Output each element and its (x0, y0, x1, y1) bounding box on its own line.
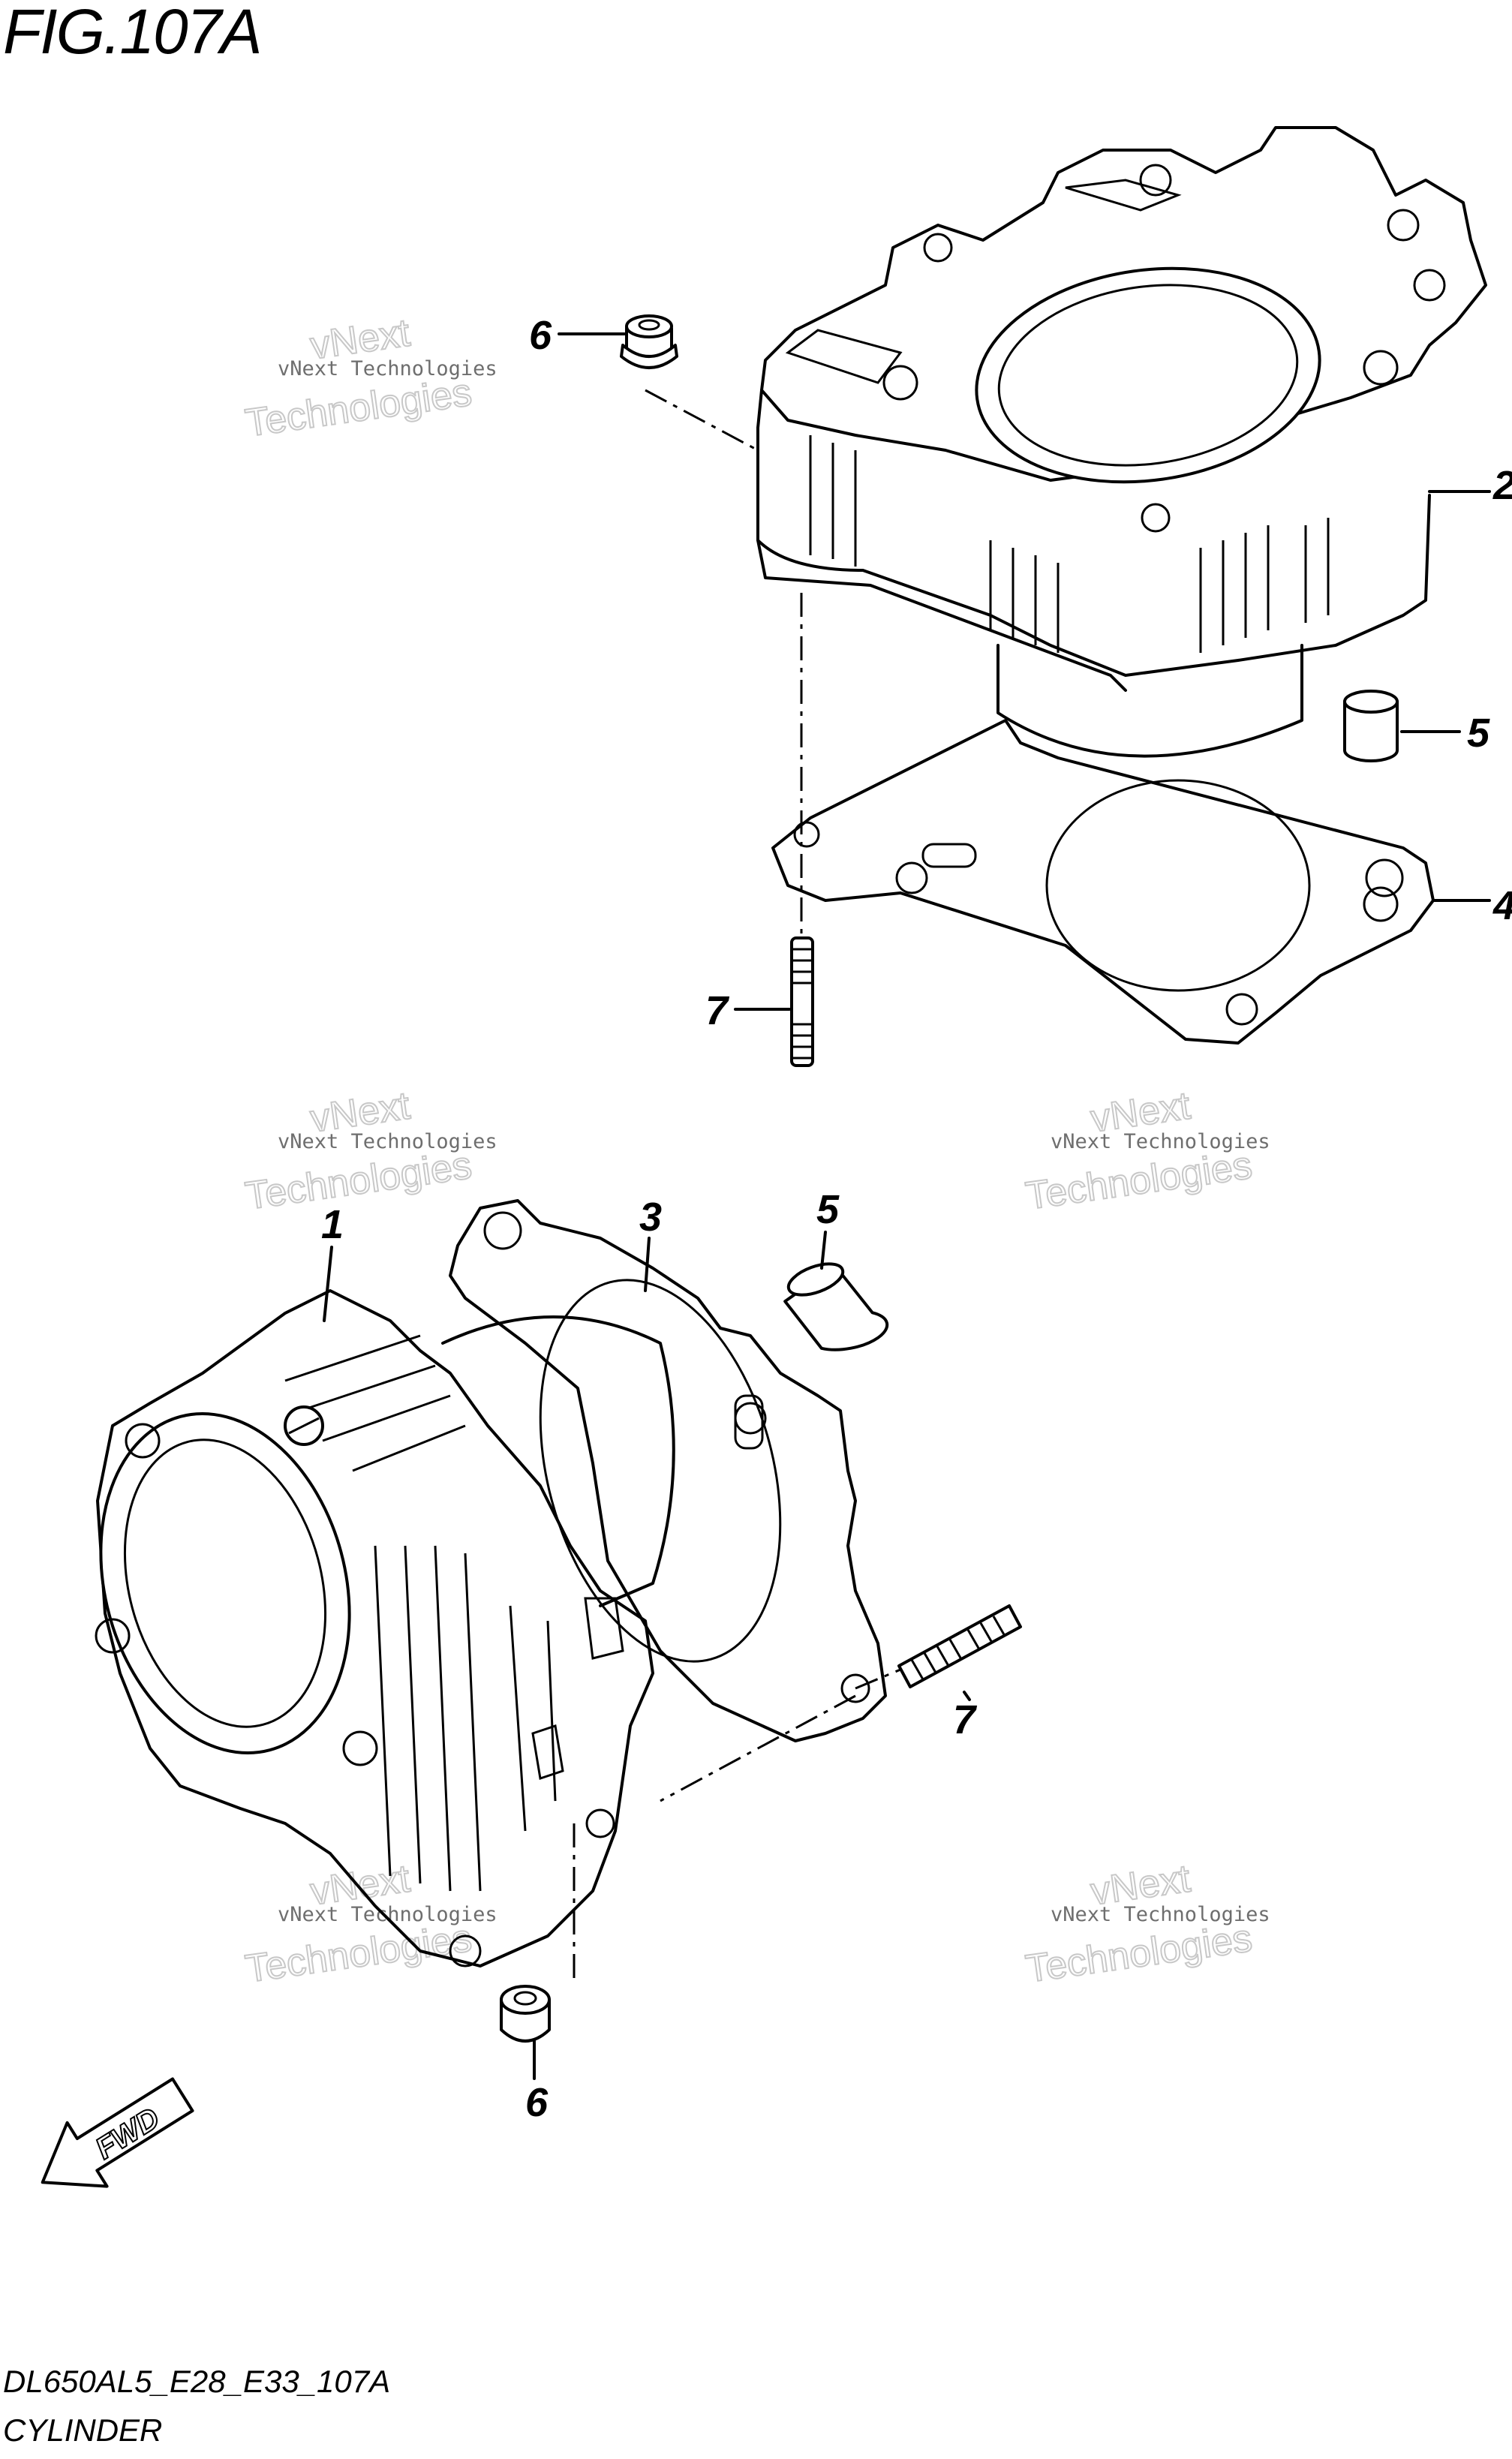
callout-bottom-stud: 7 (953, 1697, 978, 1742)
bottom-dowel-part (783, 1262, 889, 1351)
top-gasket-part (771, 719, 1435, 1045)
top-stud-part (790, 936, 814, 1067)
callout-top-nut: 6 (529, 313, 552, 358)
top-dowel-part (1343, 690, 1399, 762)
bottom-gasket-part (449, 1199, 887, 1742)
svg-text:Technologies: Technologies (243, 371, 475, 446)
forward-direction-arrow: FWD (41, 2077, 194, 2188)
svg-text:Technologies: Technologies (1024, 1916, 1255, 1992)
callout-bottom-dowel: 5 (816, 1187, 840, 1232)
watermark-top-left: vNext Technologies vNext Technologies (242, 311, 497, 446)
model-code: DL650AL5_E28_E33_107A (3, 2364, 391, 2399)
bottom-cylinder-part (95, 1289, 675, 1968)
watermark-bottom-left: vNext Technologies vNext Technologies (242, 1856, 497, 1992)
top-callouts: 6 2 5 4 7 (529, 313, 1512, 1033)
svg-text:vNext Technologies: vNext Technologies (278, 1903, 497, 1926)
watermark-bottom-right: vNext Technologies vNext Technologies (1023, 1856, 1270, 1992)
figure-title: FIG.107A (3, 0, 263, 67)
callout-top-cylinder: 2 (1492, 463, 1512, 508)
callout-top-dowel: 5 (1467, 711, 1490, 756)
top-assembly-guide-lines (645, 389, 803, 934)
callout-bottom-gasket: 3 (639, 1195, 662, 1240)
bottom-stud-part (897, 1604, 1022, 1688)
watermark-mid-left: vNext Technologies vNext Technologies (242, 1084, 497, 1219)
callout-top-stud: 7 (705, 988, 730, 1033)
callout-bottom-cylinder: 1 (321, 1202, 344, 1247)
bottom-nut-part (500, 1985, 551, 2043)
svg-text:Technologies: Technologies (243, 1916, 475, 1992)
watermark-mid-right: vNext Technologies vNext Technologies (1023, 1084, 1270, 1219)
svg-text:Technologies: Technologies (243, 1144, 475, 1219)
bottom-callouts: 1 3 5 7 6 (321, 1187, 978, 2125)
svg-text:vNext Technologies: vNext Technologies (1051, 1130, 1270, 1153)
bottom-assembly-guide-lines (573, 1668, 901, 1981)
svg-text:vNext Technologies: vNext Technologies (278, 1130, 497, 1153)
top-cylinder-part (756, 126, 1487, 758)
svg-text:vNext Technologies: vNext Technologies (1051, 1903, 1270, 1926)
section-name: CYLINDER (3, 2412, 163, 2448)
top-nut-part (620, 314, 678, 369)
callout-bottom-nut: 6 (525, 2080, 549, 2125)
callout-top-gasket: 4 (1492, 883, 1512, 928)
svg-text:vNext Technologies: vNext Technologies (278, 357, 497, 380)
svg-text:Technologies: Technologies (1024, 1144, 1255, 1219)
